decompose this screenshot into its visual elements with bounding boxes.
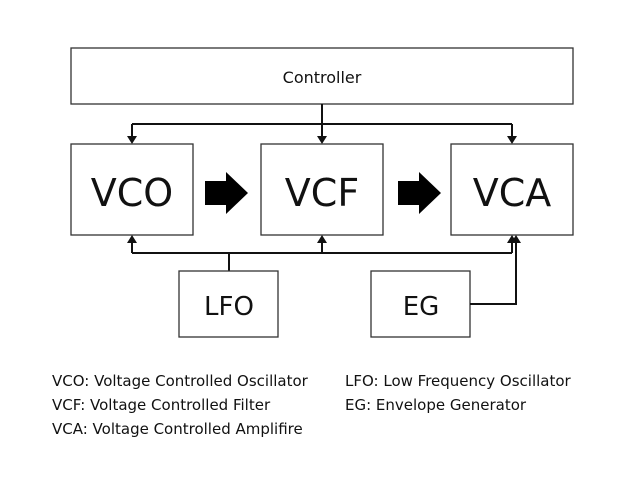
vcf-label: VCF (285, 171, 359, 215)
lfo-label: LFO (204, 292, 254, 322)
legend-item-lfo: LFO: Low Frequency Oscillator (345, 372, 571, 390)
legend-item-vco: VCO: Voltage Controlled Oscillator (52, 372, 308, 390)
controller-block: Controller (70, 47, 574, 105)
vcf-block: VCF (260, 143, 384, 236)
lfo-block: LFO (178, 270, 279, 338)
eg-label: EG (403, 292, 440, 322)
eg-to-vca-line (470, 242, 517, 305)
vco-label: VCO (91, 171, 173, 215)
arrowhead-to-vco-top (127, 136, 137, 144)
legend-left: VCO: Voltage Controlled Oscillator VCF: … (52, 369, 308, 441)
legend-item-vcf: VCF: Voltage Controlled Filter (52, 396, 271, 414)
arrowhead-eg-to-vca (511, 235, 521, 243)
controller-label: Controller (283, 68, 362, 87)
lfo-bus (131, 242, 513, 271)
legend-item-eg: EG: Envelope Generator (345, 396, 527, 414)
signal-arrow-vco-to-vcf (205, 172, 248, 214)
legend-right: LFO: Low Frequency Oscillator EG: Envelo… (345, 369, 571, 417)
vca-label: VCA (473, 171, 552, 215)
signal-arrow-vcf-to-vca (398, 172, 441, 214)
vca-block: VCA (450, 143, 574, 236)
arrowhead-lfo-to-vcf (317, 235, 327, 243)
arrowhead-to-vca-top (507, 136, 517, 144)
controller-bus (131, 104, 513, 137)
eg-block: EG (370, 270, 471, 338)
legend-item-vca: VCA: Voltage Controlled Amplifire (52, 420, 303, 438)
vco-block: VCO (70, 143, 194, 236)
arrowhead-to-vcf-top (317, 136, 327, 144)
arrowhead-lfo-to-vco (127, 235, 137, 243)
